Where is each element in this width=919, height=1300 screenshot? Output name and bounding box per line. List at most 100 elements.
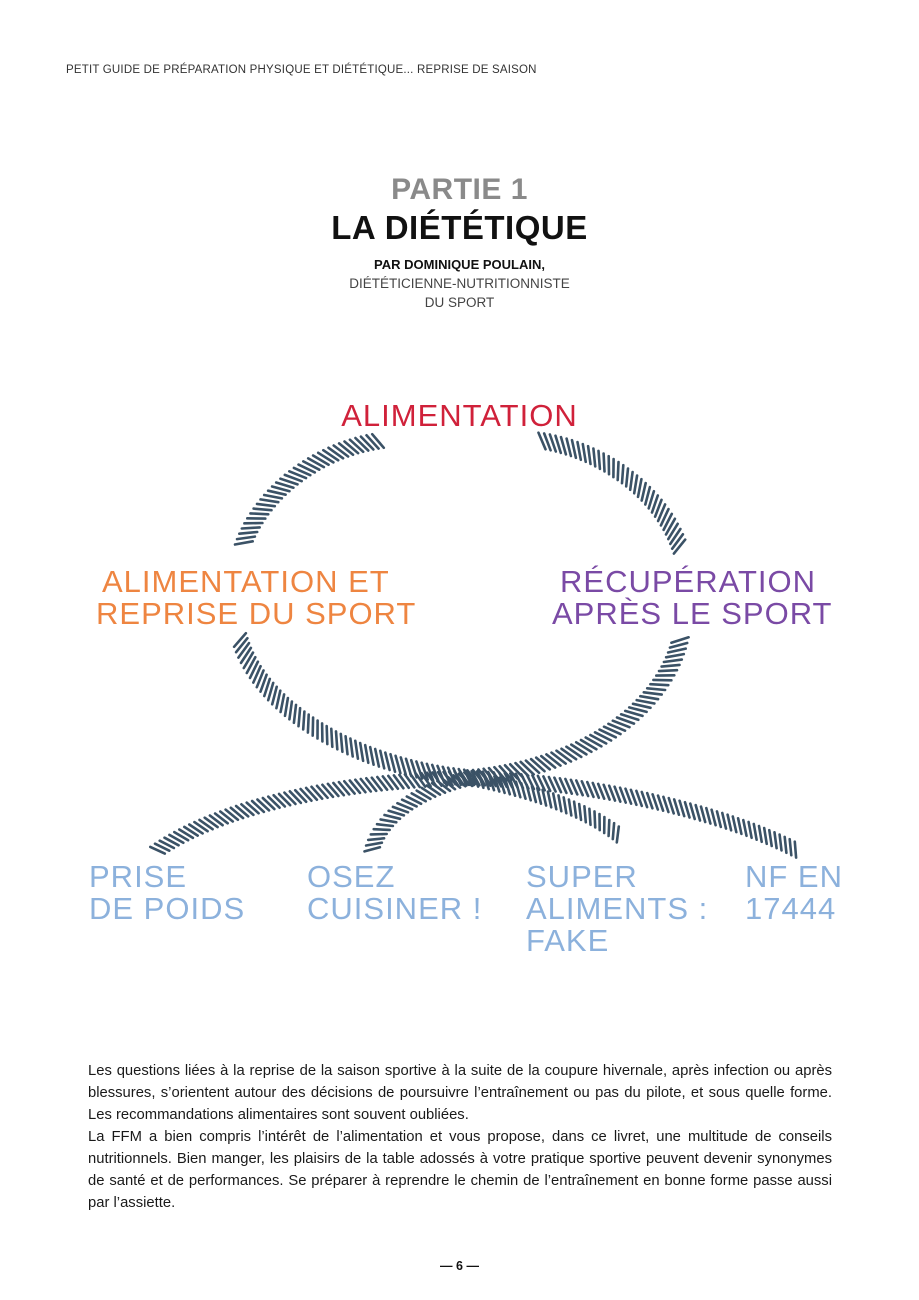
- hatch-mark: [383, 751, 391, 772]
- hatch-mark: [420, 771, 432, 788]
- branch-label: DE POIDS: [89, 891, 246, 926]
- hatch-mark: [252, 507, 273, 512]
- hatch-mark: [611, 719, 631, 729]
- hatch-mark: [788, 837, 793, 857]
- author-name: PAR DOMINIQUE POULAIN,: [374, 257, 545, 272]
- hatch-mark: [297, 706, 302, 728]
- hatch-mark: [288, 789, 303, 805]
- hatch-mark: [752, 822, 758, 842]
- hatch-mark: [615, 825, 621, 844]
- hatch-mark: [623, 709, 644, 718]
- hatch-mark: [615, 716, 636, 725]
- hatch-mark: [464, 769, 476, 787]
- hatch-mark: [259, 498, 280, 504]
- hatch-mark: [410, 792, 428, 803]
- hatch-mark: [279, 693, 286, 714]
- hatch-mark: [234, 636, 249, 654]
- hatch-mark: [272, 793, 287, 808]
- hatch-mark: [620, 463, 625, 485]
- hatch-mark: [632, 474, 639, 495]
- hatch-mark: [581, 442, 588, 464]
- hatch-mark: [193, 820, 209, 833]
- hatch-mark: [762, 826, 769, 846]
- hatch-mark: [387, 809, 406, 817]
- hatch-mark: [208, 814, 224, 827]
- hatch-mark: [592, 447, 597, 468]
- hatch-mark: [636, 477, 643, 499]
- hatch-mark: [342, 779, 356, 795]
- branch-label: CUISINER !: [307, 891, 483, 926]
- hatch-mark: [525, 773, 536, 791]
- hatch-mark: [524, 759, 541, 775]
- hatch-mark: [569, 743, 588, 756]
- hatch-mark: [668, 527, 682, 546]
- hatch-mark: [542, 775, 552, 793]
- hatch-mark: [664, 652, 686, 659]
- hatch-mark: [386, 774, 400, 791]
- hatch-mark: [316, 451, 335, 464]
- hatch-mark: [430, 781, 447, 795]
- hatch-mark: [329, 727, 334, 749]
- hatch-mark: [441, 777, 457, 791]
- hatch-mark: [659, 507, 670, 527]
- hatch-mark: [153, 842, 171, 853]
- hatch-mark: [551, 792, 558, 811]
- hatch-mark: [572, 800, 578, 819]
- hatch-mark: [731, 815, 738, 834]
- hatch-mark: [420, 761, 430, 782]
- branch-label: NF EN: [745, 859, 843, 894]
- hatch-mark: [541, 788, 548, 807]
- hatch-mark: [656, 503, 667, 523]
- hatch-mark: [237, 641, 251, 659]
- hatch-mark: [240, 526, 262, 530]
- hatch-mark: [607, 722, 627, 733]
- hatch-mark: [588, 807, 592, 827]
- intro-paragraph-2: La FFM a bien compris l’intérêt de l’ali…: [88, 1129, 832, 1211]
- hatch-mark: [492, 770, 503, 788]
- hatch-mark: [607, 784, 617, 802]
- hatch-mark: [392, 774, 405, 790]
- nutrition-cycle-diagram: [149, 431, 798, 859]
- hatch-mark: [514, 761, 530, 778]
- hatch-mark: [653, 498, 663, 518]
- hatch-mark: [277, 792, 292, 807]
- arc-top-left: [233, 432, 386, 546]
- branch-label: SUPER: [526, 859, 638, 894]
- hatch-mark: [649, 682, 670, 687]
- hatch-mark: [593, 730, 613, 742]
- hatch-mark: [287, 470, 308, 480]
- hatch-mark: [363, 845, 382, 853]
- hatch-mark: [539, 754, 557, 769]
- hatch-mark: [224, 808, 240, 822]
- hatch-mark: [245, 655, 257, 675]
- hatch-mark: [261, 796, 276, 811]
- hatch-mark: [694, 803, 702, 822]
- hatch-mark: [564, 777, 574, 796]
- hatch-mark: [662, 795, 670, 814]
- hatch-mark: [475, 770, 487, 787]
- hatch-mark: [245, 801, 260, 815]
- branch-to-osez-cuisiner: [363, 771, 478, 853]
- hatch-mark: [321, 783, 335, 799]
- hatch-mark: [299, 787, 313, 803]
- hatch-mark: [598, 728, 618, 739]
- hatch-mark: [229, 806, 245, 820]
- hatch-mark: [250, 799, 266, 814]
- hatch-mark: [548, 433, 558, 453]
- title-block: PARTIE 1 LA DIÉTÉTIQUE PAR DOMINIQUE POU…: [0, 172, 919, 312]
- hatch-mark: [519, 760, 536, 776]
- hatch-mark: [688, 802, 697, 821]
- branch-label: ALIMENTS :: [526, 891, 709, 926]
- hatch-mark: [399, 756, 408, 776]
- hatch-mark: [757, 824, 764, 844]
- hatch-mark: [593, 810, 597, 829]
- hatch-mark: [699, 805, 707, 824]
- hatch-mark: [353, 739, 360, 761]
- hatch-mark: [635, 698, 656, 705]
- hatch-mark: [672, 538, 687, 555]
- hatch-mark: [583, 804, 588, 824]
- hatch-mark: [414, 772, 427, 788]
- hatch-mark: [359, 435, 375, 451]
- hatch-mark: [266, 795, 281, 810]
- hatch-mark: [383, 813, 402, 821]
